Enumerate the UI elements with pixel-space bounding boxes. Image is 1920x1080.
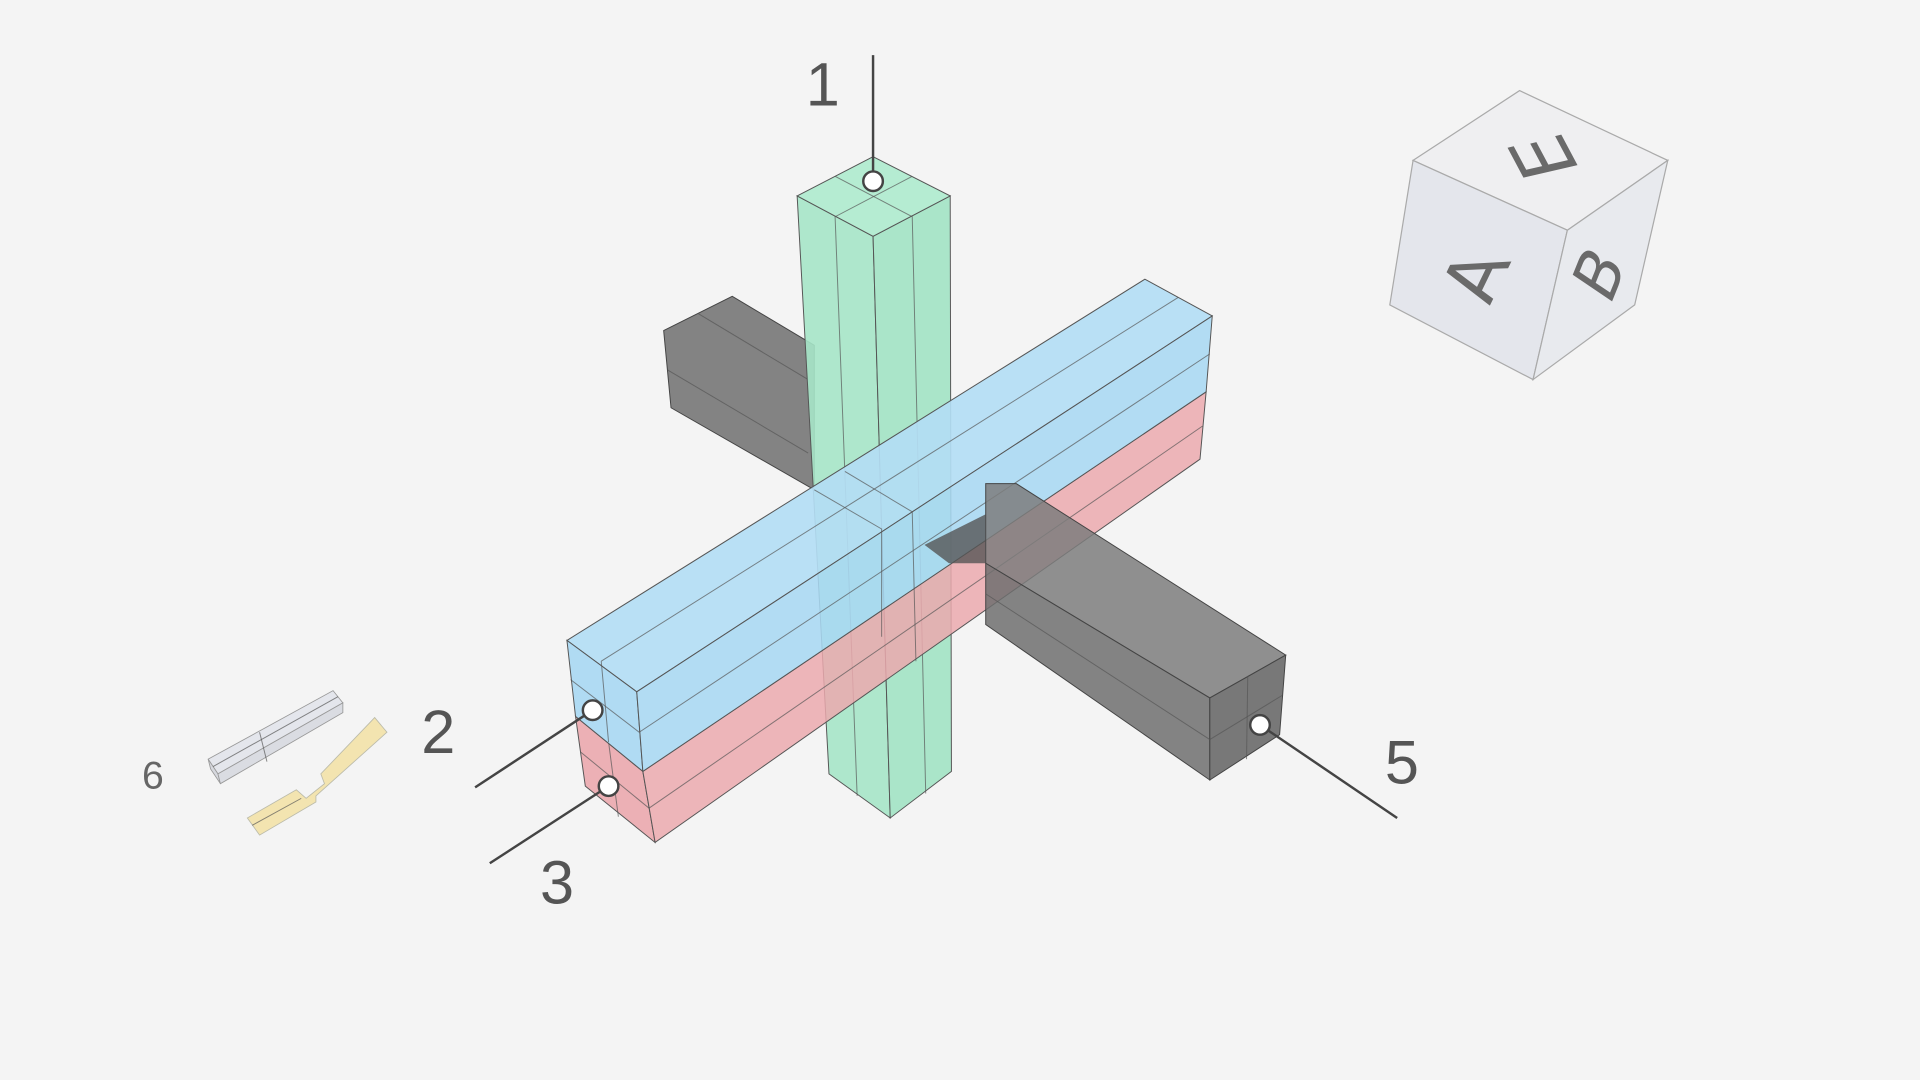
callout-marker-2[interactable] bbox=[581, 699, 604, 722]
callout-marker-5[interactable] bbox=[1248, 713, 1272, 736]
crossbeam-back[interactable] bbox=[663, 295, 815, 491]
part-thumbnail-gray[interactable] bbox=[207, 690, 344, 785]
callout-label-3: 3 bbox=[540, 849, 574, 917]
callout-marker-1[interactable] bbox=[862, 170, 885, 193]
callout-lines bbox=[474, 55, 1398, 865]
callout-marker-3[interactable] bbox=[597, 775, 620, 798]
callout-label-5: 5 bbox=[1385, 729, 1419, 797]
view-cube-right[interactable] bbox=[1532, 159, 1669, 382]
view-cube[interactable]: E A B bbox=[1389, 89, 1669, 382]
beam-upper[interactable] bbox=[566, 278, 1214, 773]
part-thumbnail-yellow[interactable] bbox=[246, 716, 388, 836]
crossbeam-front[interactable] bbox=[924, 483, 1287, 781]
callout-label-1: 1 bbox=[806, 50, 840, 118]
callout-label-6: 6 bbox=[142, 755, 164, 798]
callout-label-2: 2 bbox=[421, 698, 455, 766]
